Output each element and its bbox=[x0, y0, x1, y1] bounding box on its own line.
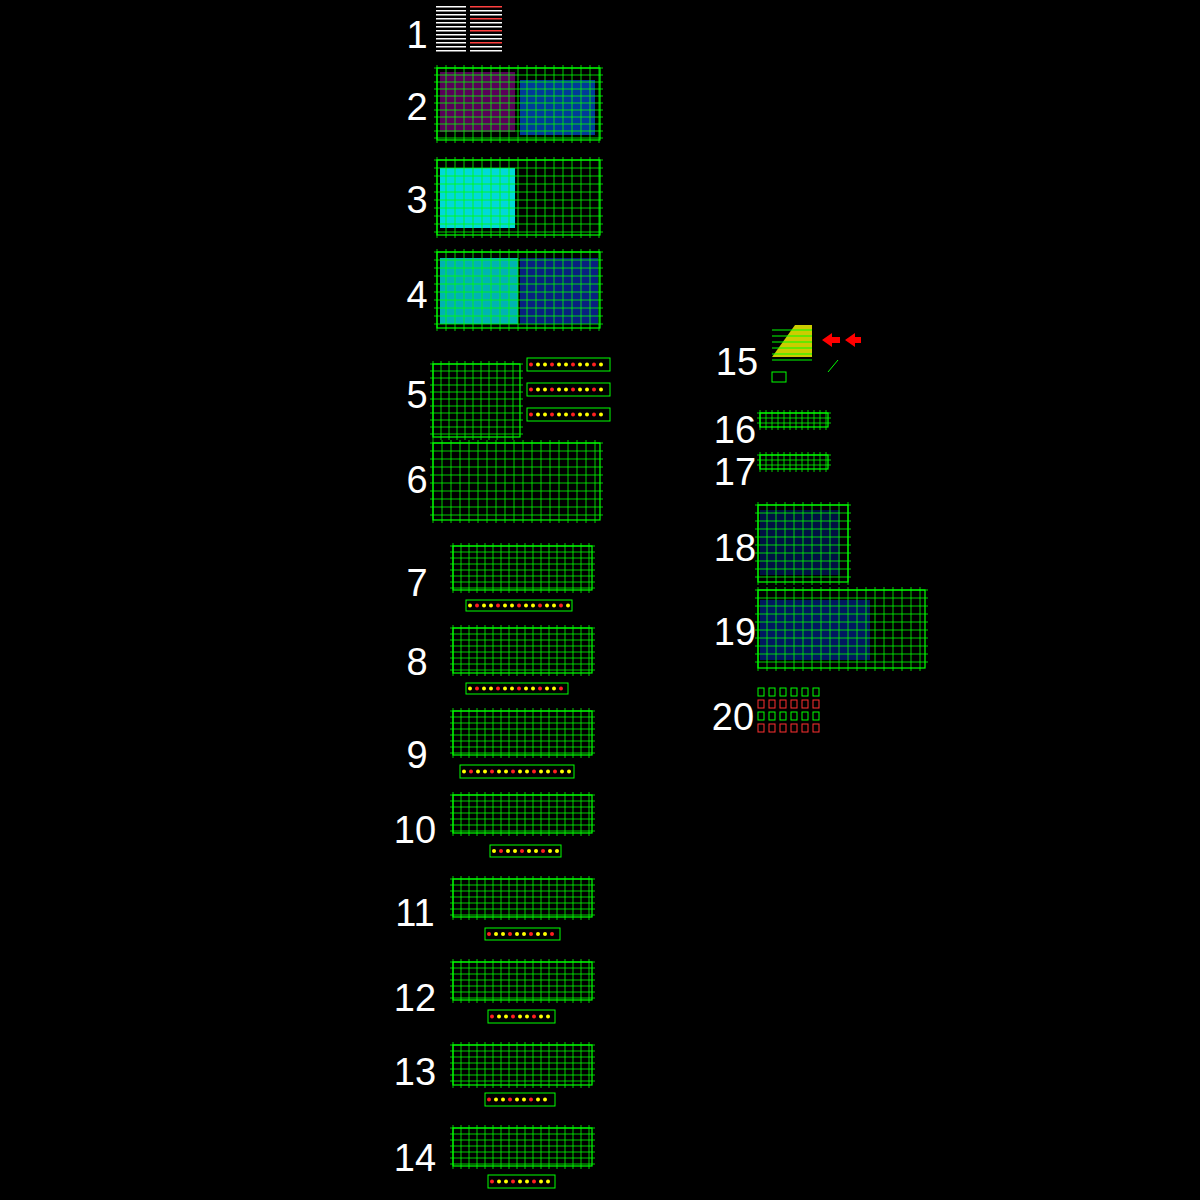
plan-grid bbox=[450, 792, 595, 836]
sheet-number: 4 bbox=[406, 276, 427, 314]
plan-grid bbox=[755, 502, 851, 585]
sheet-number: 13 bbox=[394, 1053, 436, 1091]
hatch-fill bbox=[520, 80, 595, 135]
sheet-number: 18 bbox=[714, 529, 756, 567]
plan-grid bbox=[450, 1125, 595, 1169]
plan-grid bbox=[450, 959, 595, 1003]
plan-grid bbox=[450, 876, 595, 920]
plan-grid bbox=[450, 543, 595, 593]
sheet-number: 20 bbox=[712, 698, 754, 736]
plan-grid bbox=[450, 1042, 595, 1088]
sheet-number: 6 bbox=[406, 461, 427, 499]
section-strip bbox=[527, 358, 610, 371]
plan-grid bbox=[757, 452, 831, 472]
sheet-number: 17 bbox=[714, 453, 756, 491]
notes-block bbox=[436, 6, 502, 52]
sheet-number: 2 bbox=[406, 88, 427, 126]
section-strip bbox=[488, 1175, 555, 1188]
sheet-number: 16 bbox=[714, 411, 756, 449]
sheet-number: 1 bbox=[406, 16, 427, 54]
plan-grid bbox=[450, 625, 595, 676]
section-strip bbox=[527, 408, 610, 421]
hatch-fill bbox=[440, 72, 515, 132]
plan-grid bbox=[434, 249, 603, 331]
plan-grid bbox=[434, 157, 603, 238]
section-strip bbox=[488, 1010, 555, 1023]
section-strip bbox=[527, 383, 610, 396]
hatch-fill bbox=[760, 510, 840, 575]
sheet-number: 19 bbox=[714, 613, 756, 651]
section-strip bbox=[485, 928, 560, 940]
sheet-number: 12 bbox=[394, 979, 436, 1017]
section-strip bbox=[466, 683, 568, 694]
sheet-number: 8 bbox=[406, 643, 427, 681]
section-strip bbox=[485, 1093, 555, 1106]
sheet-number: 5 bbox=[406, 376, 427, 414]
hatch-fill bbox=[440, 168, 515, 228]
sheet-number: 3 bbox=[406, 181, 427, 219]
sheet-number: 10 bbox=[394, 811, 436, 849]
detail-set bbox=[758, 688, 819, 732]
section-strip bbox=[490, 845, 561, 857]
plan-grid bbox=[430, 440, 603, 523]
plan-grid bbox=[434, 65, 603, 143]
plan-grid bbox=[450, 708, 595, 758]
section-strip bbox=[466, 600, 572, 611]
stair-detail bbox=[772, 325, 861, 382]
plan-grid bbox=[430, 361, 523, 440]
sheet-number: 7 bbox=[406, 564, 427, 602]
plan-grid bbox=[757, 410, 831, 430]
plan-grid bbox=[755, 587, 928, 671]
section-strip bbox=[460, 765, 574, 778]
sheet-number: 15 bbox=[716, 343, 758, 381]
sheet-number: 9 bbox=[406, 736, 427, 774]
sheet-number: 14 bbox=[394, 1139, 436, 1177]
sheet-number: 11 bbox=[395, 894, 434, 932]
